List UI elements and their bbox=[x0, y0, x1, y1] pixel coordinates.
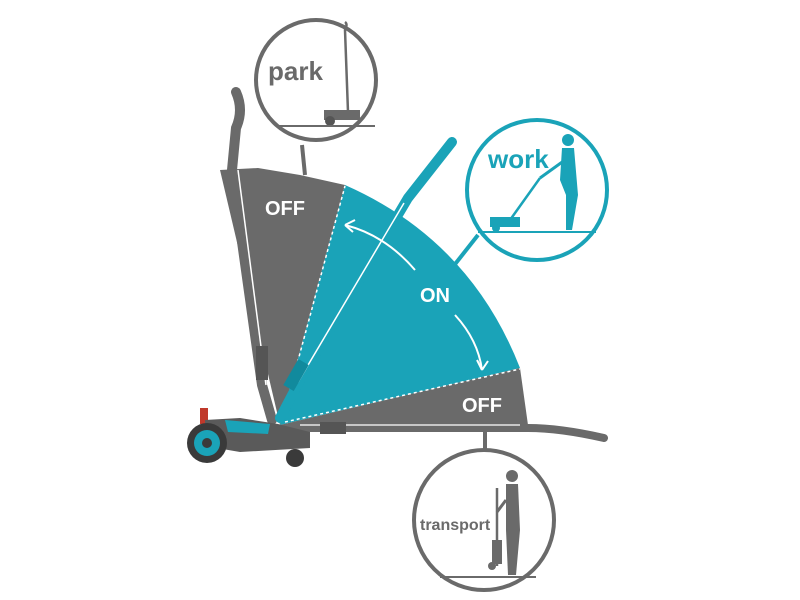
work-handle bbox=[275, 137, 457, 423]
sector-group bbox=[220, 168, 528, 425]
state-label-on: ON bbox=[420, 285, 450, 307]
off-bottom-sector bbox=[280, 368, 528, 425]
transport-bubble: transport bbox=[412, 448, 556, 592]
separator-line-top bbox=[281, 185, 346, 421]
transport-handle bbox=[281, 422, 608, 442]
mower-body bbox=[187, 408, 310, 467]
transport-label: transport bbox=[420, 517, 491, 534]
arrow-down-right bbox=[454, 314, 483, 371]
work-connector bbox=[450, 233, 480, 270]
park-bubble: park bbox=[254, 18, 378, 142]
park-mower-icon bbox=[278, 20, 375, 127]
park-handle bbox=[226, 87, 277, 425]
transport-person-icon bbox=[440, 470, 536, 578]
off-top-sector bbox=[220, 168, 345, 425]
rear-wheel bbox=[286, 449, 304, 467]
work-label: work bbox=[487, 144, 549, 174]
work-person-icon bbox=[478, 134, 596, 233]
work-bubble: work bbox=[465, 118, 609, 262]
separator-line-bottom bbox=[284, 368, 521, 423]
state-label-off-top: OFF bbox=[265, 198, 305, 220]
arrow-up-left bbox=[344, 224, 416, 271]
state-label-off-bottom: OFF bbox=[462, 395, 502, 417]
park-label: park bbox=[268, 56, 323, 86]
park-connector bbox=[300, 144, 307, 176]
on-arrows bbox=[344, 219, 489, 371]
on-sector bbox=[280, 185, 520, 425]
